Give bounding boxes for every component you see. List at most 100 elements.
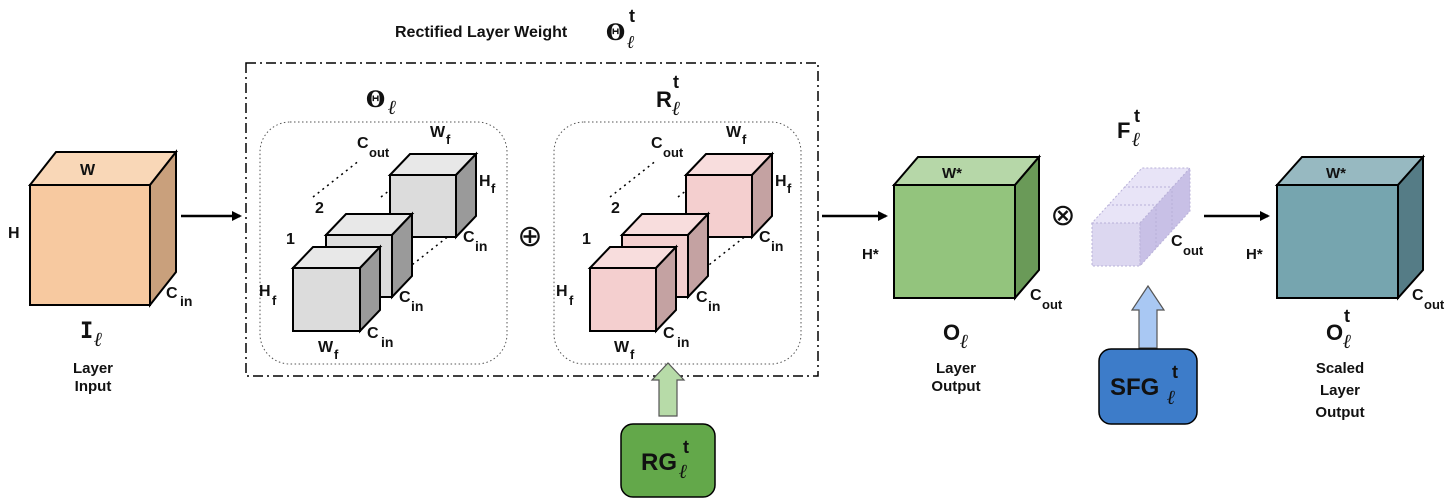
base-label-wf-bottom: W — [318, 339, 334, 356]
residual-weight-panel — [553, 121, 802, 365]
scale-factor-vector — [1090, 166, 1192, 268]
output-caption-line2: Output — [931, 378, 980, 395]
residual-label-cin-mid: C — [696, 289, 708, 306]
residual-label-cin-back-sub: in — [771, 238, 783, 254]
output-symbol: O — [943, 320, 960, 345]
sfg-label: SFG — [1110, 374, 1159, 401]
scaled-output-dim-width: W* — [1326, 165, 1346, 182]
base-label-cin-mid-sub: in — [411, 298, 423, 314]
base-weight-cube-3 — [387, 151, 479, 240]
scaled-output-symbol: O — [1326, 320, 1343, 345]
base-label-hf-right-sub: f — [491, 181, 496, 196]
scale-factor-dim-channels: C — [1171, 233, 1183, 250]
residual-label-cin-front: C — [663, 325, 675, 342]
base-label-hf-right: H — [479, 173, 491, 190]
residual-label-cout: C — [651, 135, 663, 152]
base-label-cin-back-sub: in — [475, 238, 487, 254]
base-weight-panel — [259, 121, 508, 365]
scaled-output-dim-height: H* — [1246, 246, 1263, 263]
sfg-label-sub: ℓ — [1167, 385, 1176, 409]
input-dim-height: H — [8, 225, 20, 242]
input-symbol: I — [80, 319, 93, 344]
base-index-2: 2 — [315, 200, 324, 217]
scaled-output-symbol-sub: ℓ — [1343, 329, 1352, 353]
residual-label-wf-bottom-sub: f — [630, 347, 635, 362]
arrow-sfg-to-scale — [1130, 284, 1166, 349]
scaled-output-caption-line1: Scaled — [1316, 360, 1364, 377]
base-index-1: 1 — [286, 231, 295, 248]
scaled-output-dim-channels-sub: out — [1424, 297, 1445, 312]
residual-weight-symbol-sub: ℓ — [672, 96, 681, 120]
base-weight-symbol: Θ — [366, 87, 385, 113]
residual-label-cin-back: C — [759, 229, 771, 246]
base-weight-symbol-sub: ℓ — [388, 95, 397, 119]
title-text: Rectified Layer Weight — [395, 24, 568, 41]
residual-label-cout-sub: out — [663, 145, 684, 160]
input-cube-front — [29, 184, 151, 306]
scaled-output-caption-line3: Output — [1315, 404, 1364, 421]
residual-weight-cube-3 — [683, 151, 775, 240]
base-label-hf-left-sub: f — [272, 293, 277, 308]
residual-weight-symbol: R — [656, 87, 672, 112]
rg-label: RG — [641, 449, 677, 476]
title-symbol-sup: t — [629, 6, 635, 26]
residual-weight-symbol-sup: t — [673, 72, 679, 92]
residual-label-cin-mid-sub: in — [708, 298, 720, 314]
base-label-cin-front-sub: in — [381, 334, 393, 350]
rg-label-sup: t — [683, 437, 689, 457]
input-symbol-sub: ℓ — [94, 327, 103, 351]
residual-index-1: 1 — [582, 231, 591, 248]
scaled-output-dim-channels: C — [1412, 287, 1424, 304]
output-cube-front — [893, 184, 1016, 299]
residual-label-wf-top-sub: f — [742, 132, 747, 147]
output-cube-side — [1014, 154, 1040, 301]
base-weight-cube-1 — [290, 244, 383, 334]
rg-block — [620, 423, 716, 498]
output-caption-line1: Layer — [936, 360, 976, 377]
residual-label-hf-right-sub: f — [787, 181, 792, 196]
base-label-cout: C — [357, 135, 369, 152]
input-dim-width: W — [80, 162, 96, 179]
residual-label-wf-top: W — [726, 124, 742, 141]
output-dim-height: H* — [862, 246, 879, 263]
input-cube — [27, 149, 179, 308]
scale-factor-symbol: F — [1117, 118, 1130, 143]
rg-label-sub: ℓ — [679, 459, 688, 483]
residual-label-cin-front-sub: in — [677, 334, 689, 350]
base-label-wf-top: W — [430, 124, 446, 141]
residual-label-hf-right: H — [775, 173, 787, 190]
base-label-wf-top-sub: f — [446, 132, 451, 147]
input-caption-line1: Layer — [73, 360, 113, 377]
add-operator: ⊕ — [517, 219, 542, 254]
residual-label-hf-left-sub: f — [569, 293, 574, 308]
multiply-operator: ⊗ — [1050, 198, 1075, 233]
base-label-cin-mid: C — [399, 289, 411, 306]
rectified-weight-box — [245, 62, 819, 377]
sfg-block — [1098, 348, 1198, 425]
output-symbol-sub: ℓ — [960, 329, 969, 353]
output-dim-width: W* — [942, 165, 962, 182]
scaled-output-cube-front — [1276, 184, 1399, 299]
base-label-cin-back: C — [463, 229, 475, 246]
scaled-output-cube — [1274, 154, 1426, 301]
base-label-cin-front: C — [367, 325, 379, 342]
residual-weight-cube-1 — [587, 244, 679, 334]
arrow-rg-to-residual — [650, 362, 686, 417]
scaled-output-caption-line2: Layer — [1320, 382, 1360, 399]
scaled-output-symbol-sup: t — [1344, 306, 1350, 326]
scale-factor-symbol-sub: ℓ — [1132, 127, 1141, 151]
residual-label-wf-bottom: W — [614, 339, 630, 356]
output-dim-channels: C — [1030, 287, 1042, 304]
input-dim-channels: C — [166, 285, 178, 302]
scaled-output-cube-side — [1397, 154, 1424, 301]
input-cube-side — [149, 149, 177, 308]
scale-factor-dim-channels-sub: out — [1183, 243, 1204, 258]
scale-factor-symbol-sup: t — [1134, 106, 1140, 126]
input-caption-line2: Input — [75, 378, 112, 395]
diagram-title: Rectified Layer Weight Θ ℓ t — [395, 6, 635, 53]
output-cube — [891, 154, 1042, 301]
title-symbol-sub: ℓ — [627, 32, 635, 53]
base-label-hf-left: H — [259, 283, 271, 300]
sfg-label-sup: t — [1172, 362, 1178, 382]
output-cube-top — [891, 156, 1042, 186]
